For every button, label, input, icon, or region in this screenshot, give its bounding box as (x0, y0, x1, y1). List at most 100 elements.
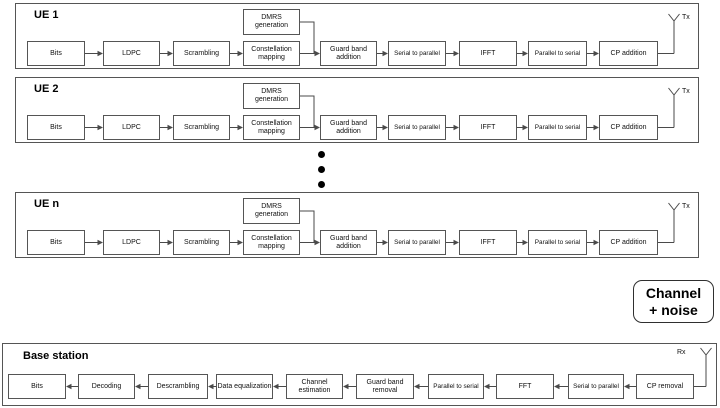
box-label: Guard band addition (330, 45, 367, 61)
rx-label: Rx (677, 349, 686, 356)
ldpc-box: LDPC (103, 115, 160, 140)
base-station-wires (66, 347, 712, 390)
box-label: Scrambling (183, 123, 219, 131)
box-label: Scrambling (183, 49, 219, 57)
box-label: FFT (518, 382, 532, 390)
box-label: Channel estimation (298, 378, 331, 394)
cp-addition-box: CP addition (599, 115, 658, 140)
box-label: Guard band addition (330, 119, 367, 135)
box-label: CP addition (610, 49, 647, 57)
ue2-panel: UE 2 DMRS generation Bits LDPC Scramblin… (15, 77, 699, 143)
box-label: IFFT (480, 238, 496, 246)
tx-antenna-icon (668, 202, 680, 243)
box-label: Constellation mapping (251, 234, 292, 250)
cp-addition-box: CP addition (599, 41, 658, 66)
dot (318, 181, 325, 188)
ifft-box: IFFT (459, 41, 517, 66)
scrambling-box: Scrambling (173, 41, 230, 66)
parallel-to-serial-box: Parallel to serial (428, 374, 484, 399)
parallel-to-serial-box: Parallel to serial (528, 41, 587, 66)
ifft-box: IFFT (459, 115, 517, 140)
channel-noise-line1: Channel (645, 284, 702, 301)
bits-box: Bits (27, 115, 85, 140)
guard-band-removal-box: Guard band removal (356, 374, 414, 399)
dmrs-generation-box: DMRS generation (243, 83, 300, 109)
tx-antenna-icon (668, 13, 680, 54)
channel-noise-line2: + noise (649, 301, 698, 318)
scrambling-box: Scrambling (173, 115, 230, 140)
box-label: Constellation mapping (251, 119, 292, 135)
descrambling-box: Descrambling (148, 374, 208, 399)
data-equalization-box: Data equalization (216, 374, 273, 399)
box-label: Parallel to serial (534, 49, 581, 57)
ue1-wires (85, 13, 680, 57)
box-label: CP addition (610, 123, 647, 131)
uen-wires (85, 202, 680, 246)
guard-band-addition-box: Guard band addition (320, 115, 377, 140)
box-label: Guard band addition (330, 234, 367, 250)
bits-box: Bits (27, 230, 85, 255)
box-label: Serial to parallel (394, 238, 440, 246)
box-label: CP removal (646, 382, 684, 390)
box-label: Parallel to serial (534, 238, 581, 246)
box-label: Scrambling (183, 238, 219, 246)
box-label: Decoding (91, 382, 122, 390)
parallel-to-serial-box: Parallel to serial (528, 115, 587, 140)
serial-to-parallel-box: Serial to parallel (388, 230, 446, 255)
base-station-title: Base station (23, 350, 89, 362)
serial-to-parallel-box: Serial to parallel (388, 41, 446, 66)
uen-panel: UE n DMRS generation Bits LDPC Scramblin… (15, 192, 699, 258)
parallel-to-serial-box: Parallel to serial (528, 230, 587, 255)
uen-title: UE n (34, 198, 60, 210)
ifft-box: IFFT (459, 230, 517, 255)
box-label: Constellation mapping (251, 45, 292, 61)
box-label: Serial to parallel (394, 123, 440, 131)
tx-label: Tx (682, 14, 690, 21)
box-label: Descrambling (156, 382, 200, 390)
constellation-mapping-box: Constellation mapping (243, 230, 300, 255)
constellation-mapping-box: Constellation mapping (243, 115, 300, 140)
ue1-title: UE 1 (34, 9, 59, 21)
box-label: Parallel to serial (534, 123, 581, 131)
box-label: DMRS generation (254, 203, 289, 218)
box-label: Bits (50, 123, 62, 131)
box-label: Data equalization (217, 382, 272, 390)
serial-to-parallel-box: Serial to parallel (568, 374, 624, 399)
guard-band-addition-box: Guard band addition (320, 41, 377, 66)
box-label: LDPC (122, 123, 141, 131)
ue2-title: UE 2 (34, 83, 59, 95)
tx-label: Tx (682, 88, 690, 95)
constellation-mapping-box: Constellation mapping (243, 41, 300, 66)
cp-removal-box: CP removal (636, 374, 694, 399)
box-label: LDPC (122, 238, 141, 246)
dmrs-generation-box: DMRS generation (243, 198, 300, 224)
box-label: Bits (50, 238, 62, 246)
box-label: Parallel to serial (433, 382, 479, 390)
box-label: Serial to parallel (394, 49, 440, 57)
box-label: IFFT (480, 123, 496, 131)
bits-box: Bits (27, 41, 85, 66)
guard-band-addition-box: Guard band addition (320, 230, 377, 255)
box-label: IFFT (480, 49, 496, 57)
channel-noise-box: Channel + noise (633, 280, 714, 323)
ldpc-box: LDPC (103, 230, 160, 255)
dmrs-generation-box: DMRS generation (243, 9, 300, 35)
box-label: Guard band removal (366, 378, 404, 394)
rx-antenna-icon (700, 347, 712, 387)
fft-box: FFT (496, 374, 554, 399)
ue2-wires (85, 87, 680, 131)
dot (318, 166, 325, 173)
box-label: CP addition (610, 238, 647, 246)
tx-antenna-icon (668, 87, 680, 128)
base-station-panel: Base station Bits Decoding Descrambling … (2, 343, 717, 406)
box-label: DMRS generation (254, 14, 289, 29)
box-label: Serial to parallel (573, 382, 619, 390)
cp-addition-box: CP addition (599, 230, 658, 255)
vertical-ellipsis (318, 151, 325, 188)
box-label: Bits (50, 49, 62, 57)
serial-to-parallel-box: Serial to parallel (388, 115, 446, 140)
ldpc-box: LDPC (103, 41, 160, 66)
dot (318, 151, 325, 158)
box-label: DMRS generation (254, 88, 289, 103)
